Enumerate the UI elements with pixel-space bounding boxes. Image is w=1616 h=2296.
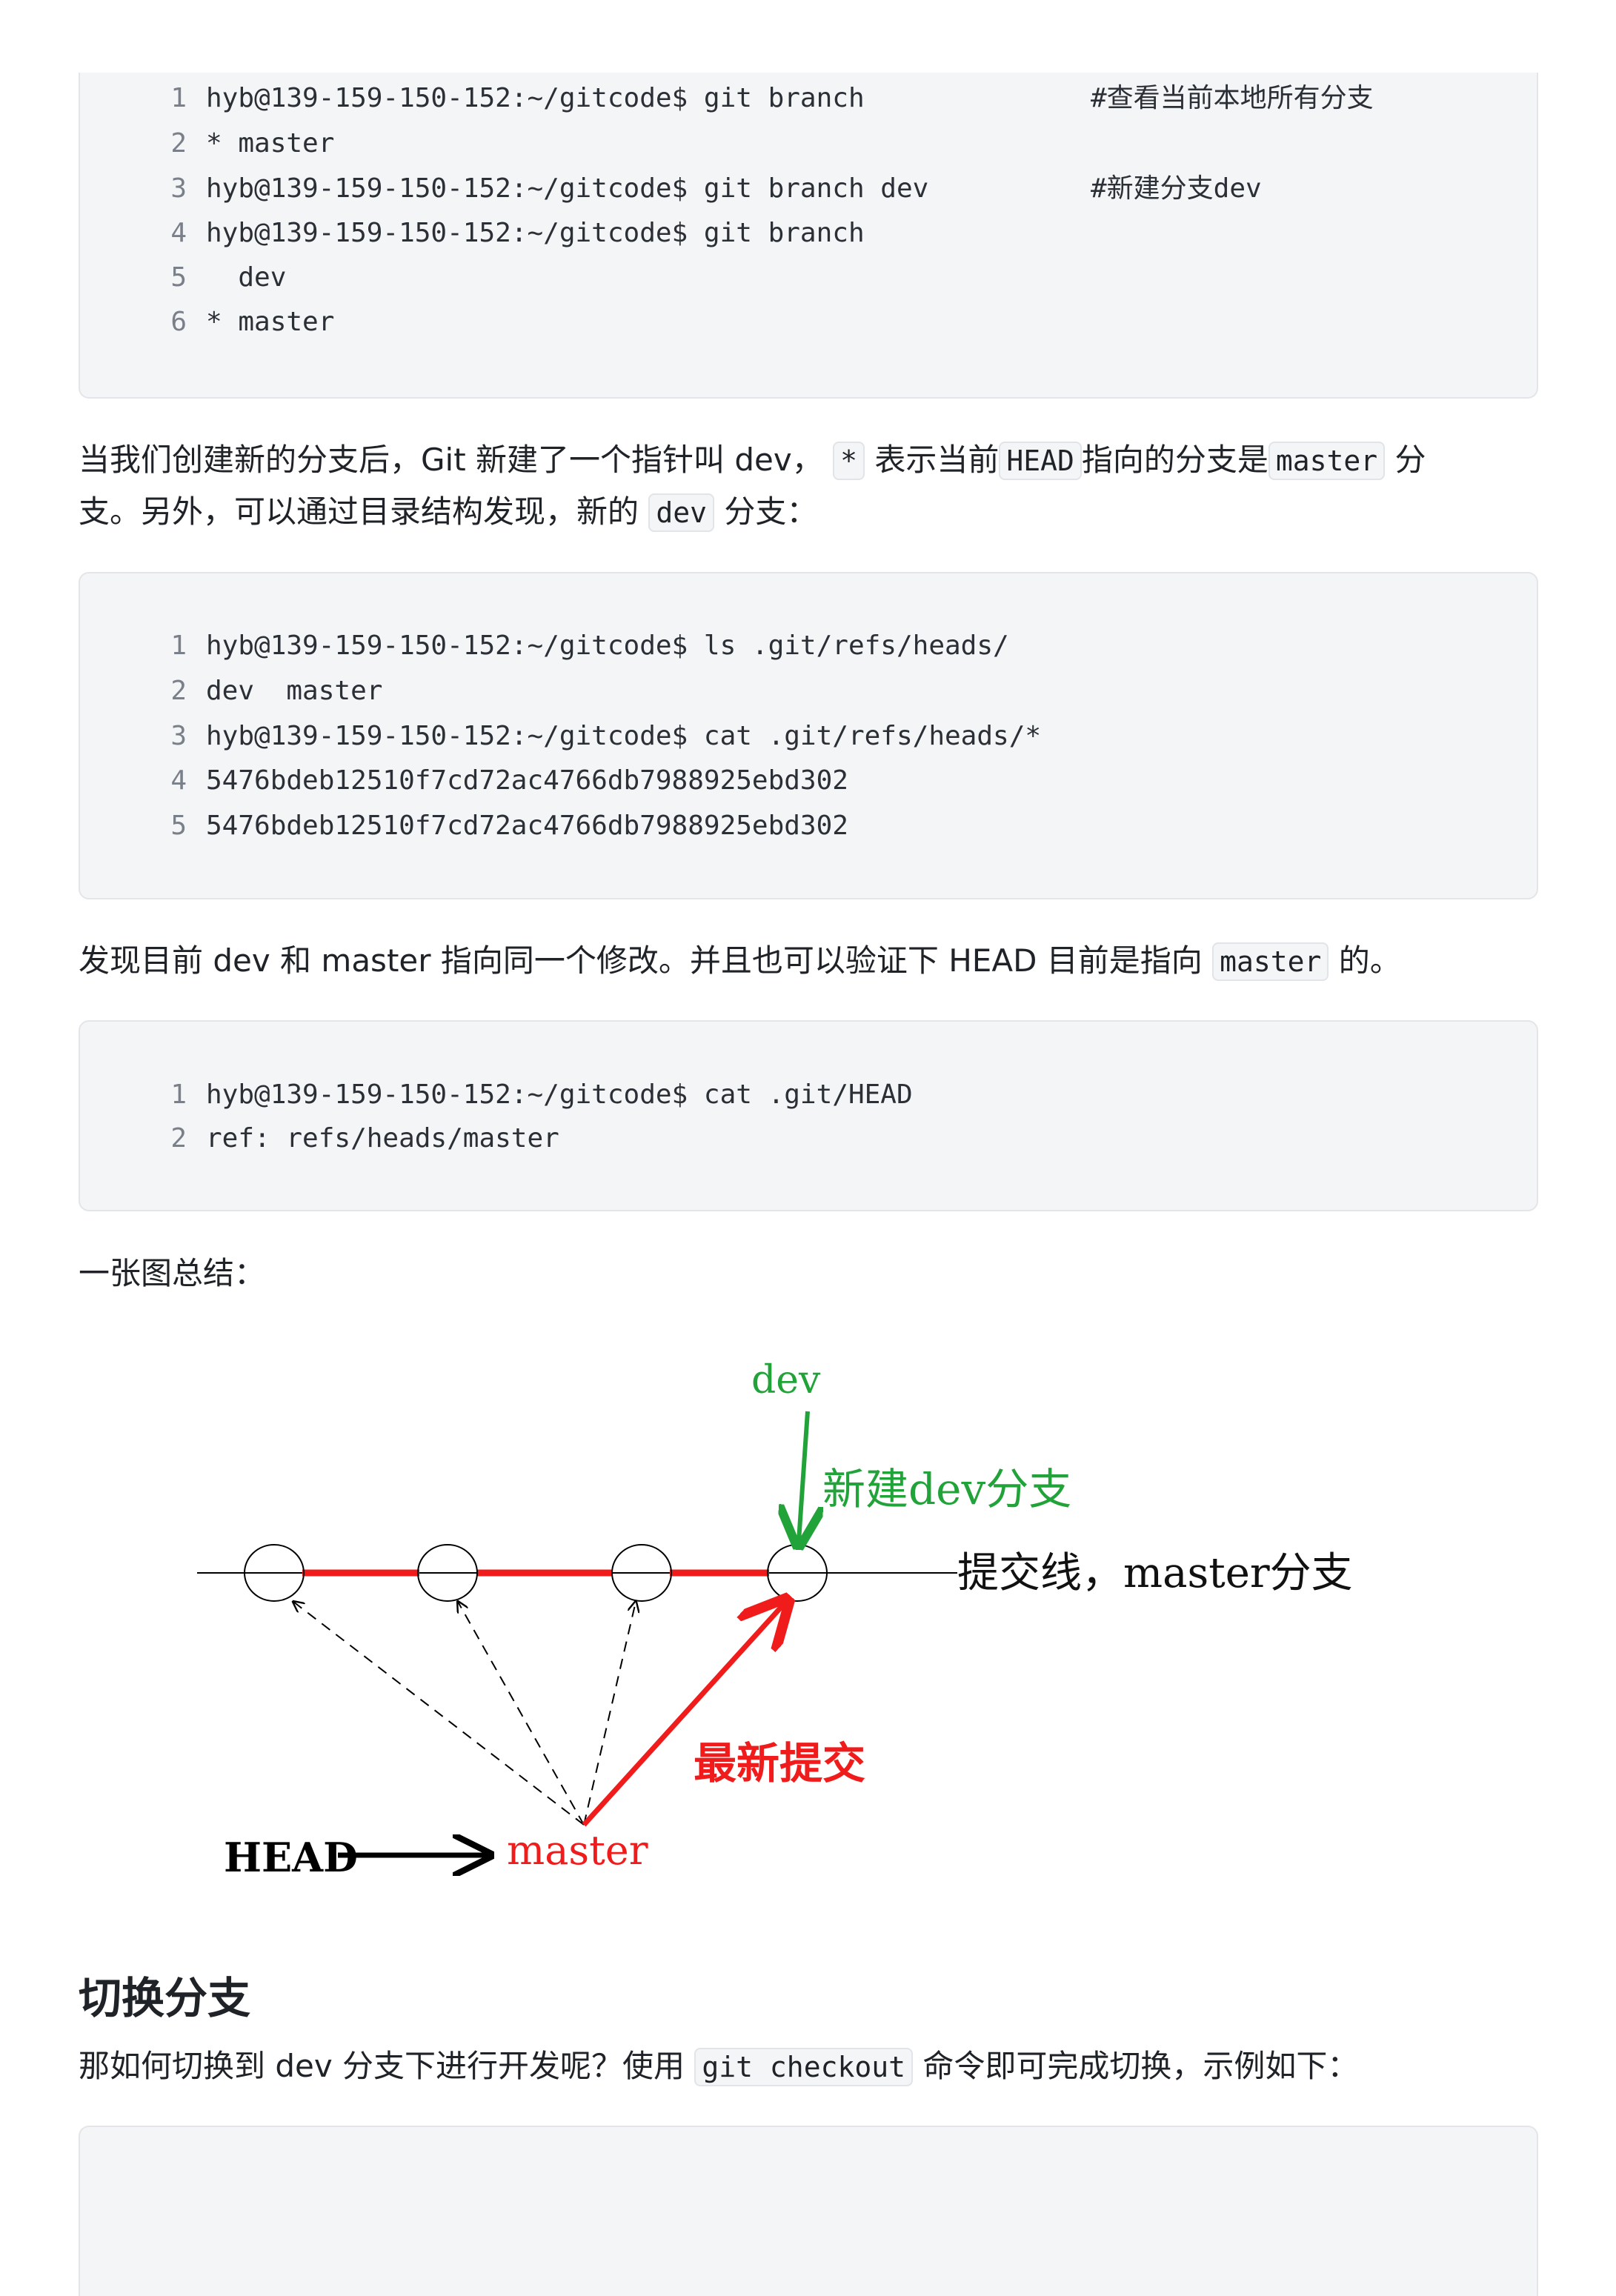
commit-node [417,1544,478,1602]
master-label: master [507,1827,648,1874]
inline-code-git-checkout: git checkout [694,2048,913,2086]
new-branch-label: 新建dev分支 [822,1464,1071,1514]
inline-code-dev: dev [648,493,715,532]
code-line: 5 dev [170,262,287,293]
branch-diagram: dev 新建dev分支 提交线，master分支 最新提交 HEAD maste… [0,1334,1616,1926]
commit-line-label: 提交线，master分支 [957,1549,1353,1597]
inline-code-star: * [833,442,865,480]
commit-node [611,1544,672,1602]
inline-code-master: master [1268,442,1386,480]
paragraph-checkout: 那如何切换到 dev 分支下进行开发呢？使用 git checkout 命令即可… [79,2040,1358,2093]
paragraph-branch-pointer-line2: 支。另外，可以通过目录结构发现，新的 dev 分支： [79,486,817,539]
inline-code-head: HEAD [999,442,1082,480]
inline-code-master: master [1212,942,1329,981]
paragraph-same-commit: 发现目前 dev 和 master 指向同一个修改。并且也可以验证下 HEAD … [79,935,1401,988]
commit-node [244,1544,305,1602]
paragraph-summary: 一张图总结： [79,1255,266,1291]
dev-label: dev [751,1358,821,1402]
latest-commit-label: 最新提交 [694,1738,865,1788]
code-block-checkout [79,2126,1538,2296]
section-heading: 切换分支 [79,1973,251,2023]
code-line: 6* master [170,307,335,337]
code-comment: #新建分支dev [1091,173,1262,204]
code-comment: #查看当前本地所有分支 [1091,83,1374,113]
head-label: HEAD [224,1834,358,1881]
code-line: 2* master [170,128,335,159]
